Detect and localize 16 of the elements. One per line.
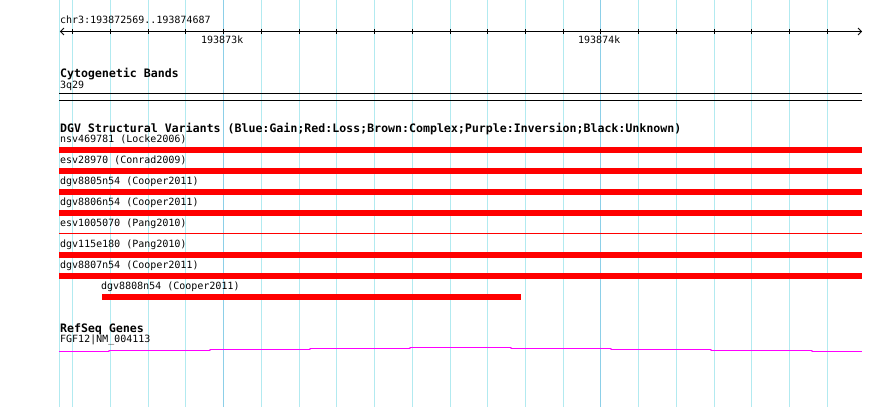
variant-label: dgv8807n54 (Cooper2011) (60, 260, 198, 272)
gene-label: FGF12|NM_004113 (60, 334, 150, 346)
track-title: RefSeq Genes (60, 322, 144, 334)
variant-label: dgv8805n54 (Cooper2011) (60, 176, 198, 188)
variant-label: esv1005070 (Pang2010) (60, 218, 186, 230)
coordinate-range: chr3:193872569..193874687 (60, 15, 211, 27)
track-title: DGV Structural Variants (Blue:Gain;Red:Loss;Brown:Complex;Purple:Inversion;Black:Unknown) (60, 122, 682, 134)
scale-label: 193874k (578, 35, 620, 47)
band-label: 3q29 (60, 80, 84, 92)
track-title: Cytogenetic Bands (60, 67, 179, 80)
variant-label: dgv115e180 (Pang2010) (60, 239, 186, 251)
scale-label: 193873k (201, 35, 244, 47)
variant-label: dgv8808n54 (Cooper2011) (101, 281, 240, 293)
variant-label: dgv8806n54 (Cooper2011) (60, 197, 198, 209)
variant-label: nsv469781 (Locke2006) (60, 134, 186, 146)
variant-label: esv28970 (Conrad2009) (60, 155, 186, 167)
